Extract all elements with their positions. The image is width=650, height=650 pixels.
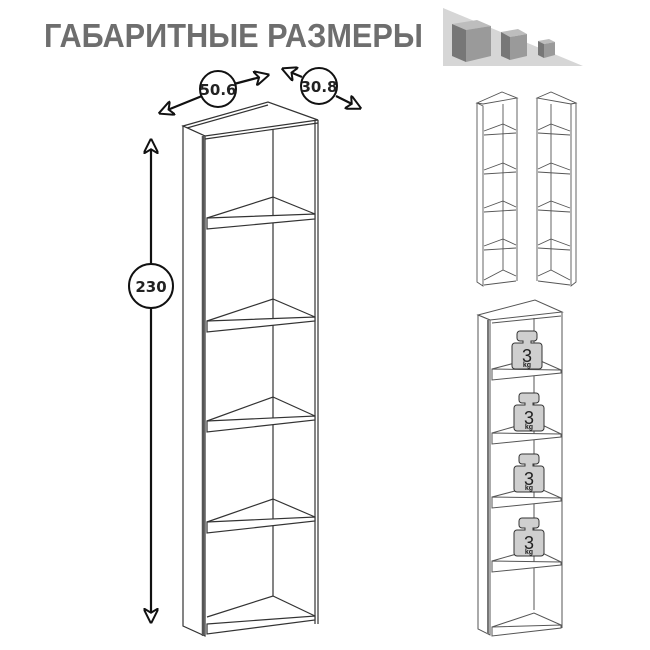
svg-text:kg: kg [525,549,533,556]
weight-icon-3: 3 kg [513,453,545,493]
weight-icon-1: 3 kg [511,330,543,370]
cubes-size-icon [443,8,583,66]
svg-text:3: 3 [524,469,534,489]
width-dimension: 50.6 [160,71,268,113]
variant-left-drawing [475,91,519,287]
bottom-shelf [206,595,316,635]
shelf-1 [206,196,316,230]
weight-icon-4: 3 kg [513,517,545,557]
load-shelf-drawing [476,299,564,637]
weight-icon-2: 3 kg [513,392,545,432]
svg-text:3: 3 [524,533,534,553]
svg-text:kg: kg [525,485,533,492]
svg-text:kg: kg [525,424,533,431]
depth-dimension: 30.8 [283,68,360,108]
height-dimension: 230 [128,140,174,622]
svg-text:kg: kg [523,362,531,369]
height-label: 230 [135,278,166,296]
main-shelf-drawing [181,101,319,637]
page-title: ГАБАРИТНЫЕ РАЗМЕРЫ [44,17,423,54]
shelf-3 [206,396,316,433]
shelf-4 [206,498,316,534]
width-label: 50.6 [199,81,236,99]
svg-text:3: 3 [522,346,532,366]
shelf-2 [206,298,316,333]
variant-right-drawing [535,91,578,287]
svg-text:3: 3 [524,408,534,428]
depth-label: 30.8 [300,78,337,96]
